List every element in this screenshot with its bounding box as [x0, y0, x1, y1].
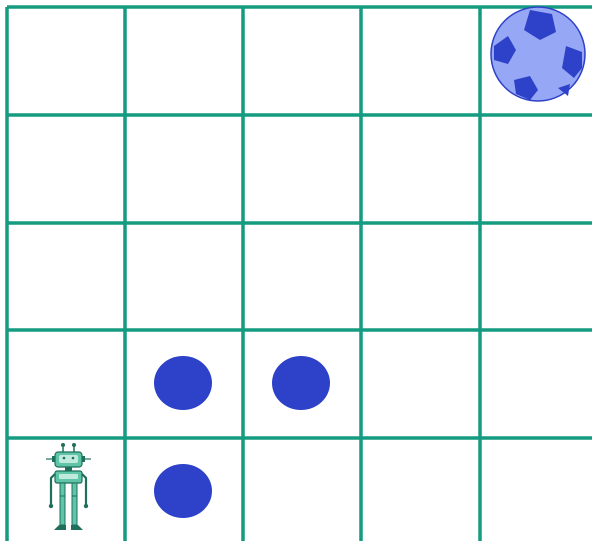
grid-cell-r0-c2[interactable]	[243, 7, 361, 115]
blue-dot-icon[interactable]	[272, 356, 330, 410]
grid-cell-r2-c1[interactable]	[125, 223, 243, 331]
grid-cell-r0-c3[interactable]	[361, 7, 479, 115]
grid-cell-r3-c4[interactable]	[480, 330, 592, 438]
grid-cell-r1-c3[interactable]	[361, 115, 479, 223]
soccer-ball-icon[interactable]	[491, 7, 585, 101]
grid-cell-r3-c0[interactable]	[7, 330, 125, 438]
grid-cell-r1-c4[interactable]	[480, 115, 592, 223]
blue-dot-icon[interactable]	[154, 464, 212, 518]
grid-cell-r4-c2[interactable]	[243, 438, 361, 541]
grid-cell-r4-c3[interactable]	[361, 438, 479, 541]
grid-cell-r2-c4[interactable]	[480, 223, 592, 331]
grid-cell-r0-c1[interactable]	[125, 7, 243, 115]
grid-cell-r1-c1[interactable]	[125, 115, 243, 223]
grid-cell-r2-c2[interactable]	[243, 223, 361, 331]
grid-cell-r4-c4[interactable]	[480, 438, 592, 541]
grid-cell-r1-c0[interactable]	[7, 115, 125, 223]
grid-cell-r0-c0[interactable]	[7, 7, 125, 115]
grid-cell-r2-c0[interactable]	[7, 223, 125, 331]
grid-cell-r2-c3[interactable]	[361, 223, 479, 331]
blue-dot-icon[interactable]	[154, 356, 212, 410]
grid-cell-r1-c2[interactable]	[243, 115, 361, 223]
grid-cell-r3-c3[interactable]	[361, 330, 479, 438]
